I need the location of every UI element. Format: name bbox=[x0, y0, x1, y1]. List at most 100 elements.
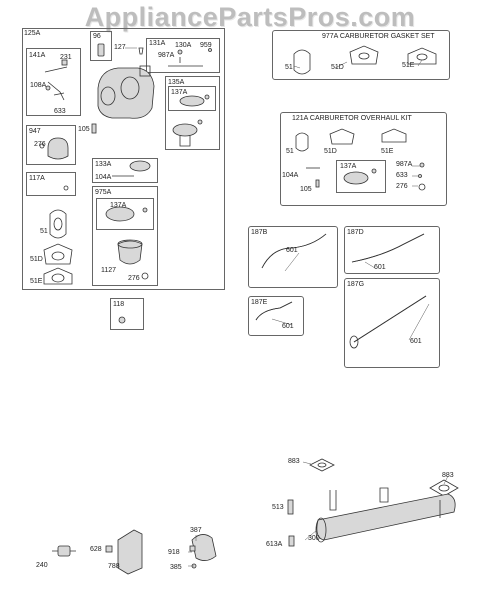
label-601-2: 601 bbox=[374, 264, 386, 271]
part-fuel-line-187D bbox=[351, 233, 425, 263]
label-883-1: 883 bbox=[288, 458, 300, 465]
part-137A-2-plate bbox=[105, 206, 148, 222]
group-title-118: 118 bbox=[113, 301, 125, 308]
group-title-141A: 141A bbox=[29, 52, 46, 59]
part-gasket-51D-left bbox=[43, 243, 73, 265]
group-frame-975A bbox=[92, 186, 158, 286]
label-613A: 613A bbox=[266, 541, 283, 548]
group-frame-137A-2 bbox=[96, 198, 154, 230]
group-title-135A: 135A bbox=[168, 79, 185, 86]
label-51E-2: 51E bbox=[402, 62, 415, 69]
group-frame-137A-1 bbox=[168, 86, 216, 111]
label-385: 385 bbox=[170, 564, 182, 571]
part-127-screw bbox=[138, 47, 144, 55]
part-fuel-line-187G bbox=[349, 295, 427, 349]
label-108A: 108A bbox=[30, 82, 47, 89]
group-frame-96 bbox=[90, 31, 112, 61]
label-51E-1: 51E bbox=[30, 278, 43, 285]
part-135A-primer bbox=[172, 119, 203, 147]
label-276-1: 276 bbox=[34, 141, 46, 148]
part-141A-linkage bbox=[44, 59, 68, 101]
label-788: 788 bbox=[108, 563, 120, 570]
group-frame-135A bbox=[165, 76, 220, 150]
part-628-spacer bbox=[105, 545, 113, 553]
label-387: 387 bbox=[190, 527, 202, 534]
group-title-137A-3: 137A bbox=[340, 163, 357, 170]
group-title-187D: 187D bbox=[347, 229, 364, 236]
label-959: 959 bbox=[200, 42, 212, 49]
part-133A-spring bbox=[112, 160, 151, 177]
group-title-131A: 131A bbox=[149, 40, 166, 47]
part-96-pin bbox=[97, 43, 105, 57]
leader-lines bbox=[125, 47, 449, 567]
part-gasket-set-977A bbox=[293, 45, 437, 75]
label-231: 231 bbox=[60, 54, 72, 61]
group-frame-947 bbox=[26, 125, 76, 165]
group-title-947: 947 bbox=[29, 128, 41, 135]
label-105-2: 105 bbox=[300, 186, 312, 193]
label-918: 918 bbox=[168, 549, 180, 556]
label-51D-3: 51D bbox=[324, 148, 337, 155]
label-240: 240 bbox=[36, 562, 48, 569]
label-633-2: 633 bbox=[396, 172, 408, 179]
label-105-1: 105 bbox=[78, 126, 90, 133]
label-987A-2: 987A bbox=[396, 161, 413, 168]
label-276-2: 276 bbox=[128, 275, 140, 282]
group-frame-131A bbox=[146, 38, 220, 73]
label-276-3: 276 bbox=[396, 183, 408, 190]
group-title-96: 96 bbox=[93, 33, 101, 40]
label-51D-1: 51D bbox=[30, 256, 43, 263]
group-frame-187D bbox=[344, 226, 440, 274]
label-601-4: 601 bbox=[410, 338, 422, 345]
group-frame-187B bbox=[248, 226, 338, 288]
group-title-975A: 975A bbox=[95, 189, 112, 196]
group-title-187B: 187B bbox=[251, 229, 268, 236]
group-frame-117A bbox=[26, 172, 76, 196]
part-overhaul-kit-121A bbox=[295, 128, 426, 191]
group-frame-121A bbox=[280, 112, 447, 206]
label-601-3: 601 bbox=[282, 323, 294, 330]
label-601-1: 601 bbox=[286, 247, 298, 254]
label-51-1: 51 bbox=[40, 228, 48, 235]
label-883-2: 883 bbox=[442, 472, 454, 479]
group-title-133A: 133A bbox=[95, 161, 112, 168]
label-633-1: 633 bbox=[54, 108, 66, 115]
group-title-121A: 121A CARBURETOR OVERHAUL KIT bbox=[292, 115, 412, 122]
group-frame-125A bbox=[22, 28, 225, 290]
label-130A: 130A bbox=[175, 42, 192, 49]
part-118-ring bbox=[118, 316, 126, 324]
label-51-2: 51 bbox=[285, 64, 293, 71]
group-frame-187G bbox=[344, 278, 440, 368]
group-title-117A: 117A bbox=[29, 175, 45, 182]
group-frame-977A bbox=[272, 30, 450, 80]
part-240-filter bbox=[52, 545, 76, 557]
part-carburetor-body bbox=[97, 65, 155, 119]
group-frame-137A-3 bbox=[336, 160, 386, 193]
group-title-137A-1: 137A bbox=[171, 89, 188, 96]
group-title-125A: 125A bbox=[24, 30, 41, 37]
group-frame-141A bbox=[26, 48, 81, 116]
label-127: 127 bbox=[114, 44, 126, 51]
part-947-bowl bbox=[39, 137, 69, 160]
part-fuel-line-187E bbox=[255, 301, 293, 321]
label-51-3: 51 bbox=[286, 148, 294, 155]
label-513: 513 bbox=[272, 504, 284, 511]
part-105-screw bbox=[91, 123, 97, 134]
group-frame-118 bbox=[110, 298, 144, 330]
group-title-187G: 187G bbox=[347, 281, 365, 288]
part-387-tank-fitting bbox=[189, 534, 217, 569]
part-137A-1-plate bbox=[179, 94, 210, 107]
label-300: 300 bbox=[308, 535, 320, 542]
label-628: 628 bbox=[90, 546, 102, 553]
label-104A-2: 104A bbox=[282, 172, 299, 179]
label-987A-1: 987A bbox=[158, 52, 175, 59]
label-51D-2: 51D bbox=[331, 64, 344, 71]
group-title-977A: 977A CARBURETOR GASKET SET bbox=[322, 33, 435, 40]
part-fuel-line-187B bbox=[261, 233, 327, 269]
part-117A-ring bbox=[63, 185, 69, 191]
group-frame-133A bbox=[92, 158, 158, 183]
part-gasket-51-left bbox=[49, 209, 67, 239]
part-gasket-51E-left bbox=[43, 267, 73, 285]
group-frame-187E bbox=[248, 296, 304, 336]
